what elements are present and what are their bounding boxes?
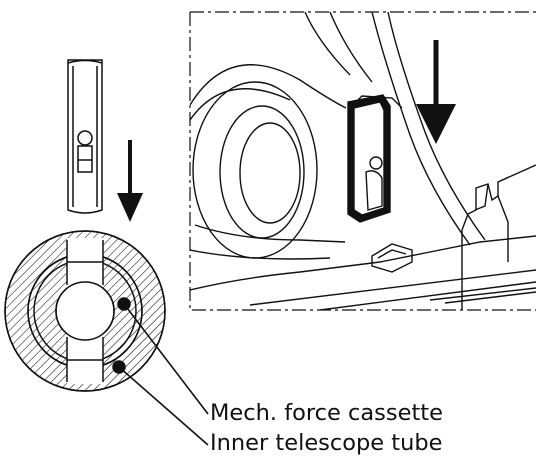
cassette-side-view	[67, 59, 103, 214]
cross-section-view	[4, 230, 166, 392]
label-inner-telescope-tube: Inner telescope tube	[210, 430, 443, 456]
label-mech-force-cassette: Mech. force cassette	[210, 400, 443, 426]
down-arrow-icon	[416, 40, 456, 144]
leader-lines	[118, 303, 209, 446]
down-arrow-icon	[117, 140, 143, 222]
cassette-detail	[347, 94, 391, 223]
detail-view	[189, 11, 536, 311]
